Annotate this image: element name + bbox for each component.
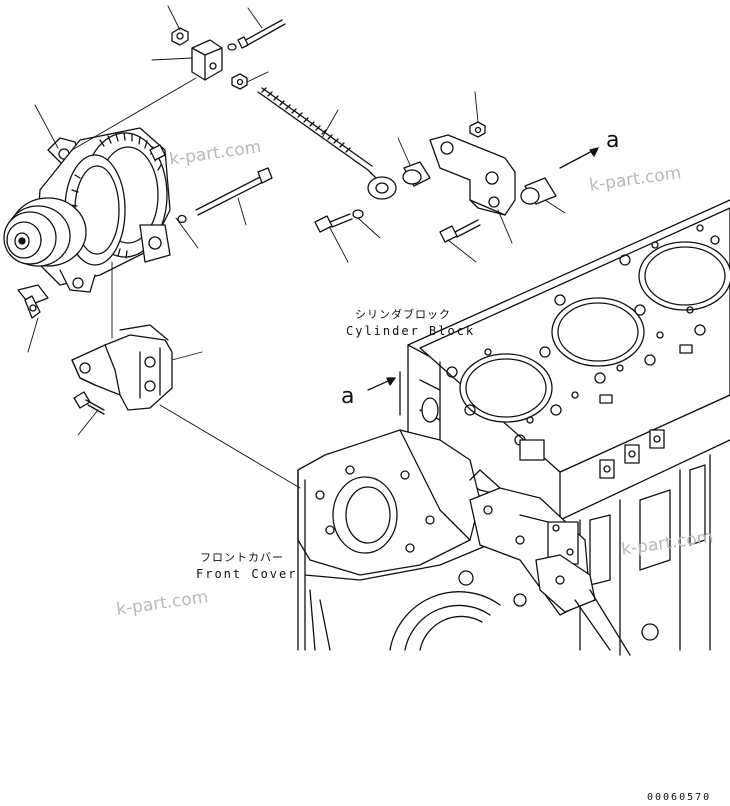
plate-bracket xyxy=(429,134,516,216)
cylinder-block xyxy=(407,199,730,656)
plate-nut xyxy=(469,121,486,138)
leader-lines xyxy=(27,5,566,489)
sleeve xyxy=(520,177,557,205)
block-mount-pad xyxy=(469,469,631,656)
cylinder-block-label-en: Cylinder Block xyxy=(346,324,476,338)
long-bolt xyxy=(177,167,273,224)
bracket-bolt xyxy=(73,391,105,415)
collar xyxy=(402,161,431,187)
top-bolt xyxy=(237,19,286,49)
drawing-code: 00060570 xyxy=(647,792,712,803)
small-nut xyxy=(231,73,248,90)
reference-arrow-block xyxy=(367,371,401,416)
reference-arrow-top xyxy=(559,147,599,169)
alternator-mount-bracket xyxy=(71,324,173,411)
reference-label-a-block: a xyxy=(341,384,355,409)
adjusting-rod xyxy=(257,87,397,200)
plate-bolt xyxy=(439,219,481,243)
top-washer xyxy=(227,43,237,51)
front-cover-label-jp: フロントカバー xyxy=(200,551,284,564)
front-cover-label-en: Front Cover xyxy=(196,567,298,581)
reference-label-a-top: a xyxy=(606,128,620,153)
cylinder-block-label-jp: シリンダブロック xyxy=(355,308,451,321)
top-nut xyxy=(171,27,189,46)
front-cover xyxy=(297,429,541,651)
flange-bolt-mid xyxy=(314,209,364,233)
lower-spacer-bracket xyxy=(17,284,49,319)
spacer-block xyxy=(191,39,223,81)
alternator xyxy=(3,127,171,293)
